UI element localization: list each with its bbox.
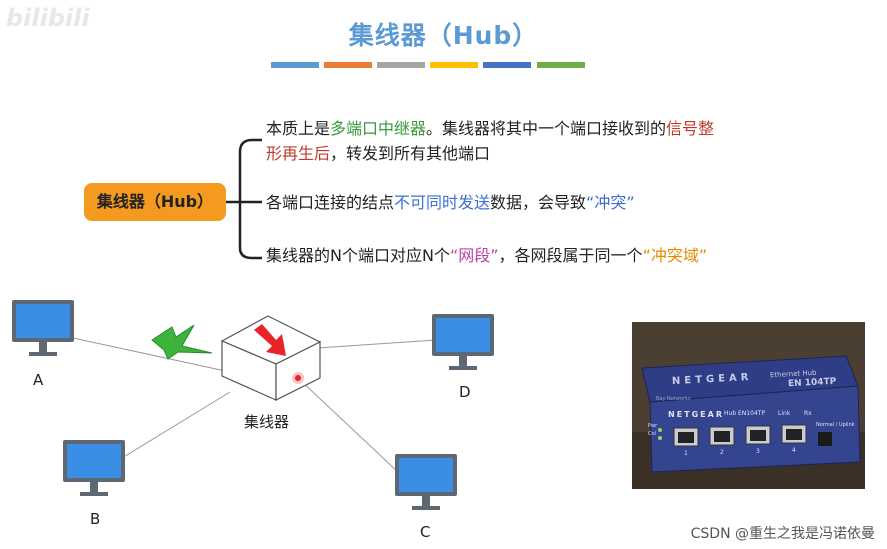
branch-2-highlight-1: 不可同时发送 <box>394 193 491 212</box>
mindmap-topic-box: 集线器（Hub） <box>84 183 226 221</box>
link-c-hub <box>299 379 399 473</box>
branch-1-line-1: 本质上是多端口中继器。集线器将其中一个端口接收到的信号整 <box>266 116 786 141</box>
photo-bay-label: Bay Networks <box>656 396 691 402</box>
netgear-hub-illustration <box>632 322 865 489</box>
photo-port-4: 4 <box>792 447 796 454</box>
photo-pwr-label: Pwr <box>648 423 658 429</box>
branch-3-mid: ，各网段属于同一个 <box>498 246 643 265</box>
branch-1-mid: 。集线器将其中一个端口接收到的 <box>426 119 667 138</box>
branch-2-mid: 数据，会导致 <box>490 193 587 212</box>
hub-label: 集线器 <box>244 413 290 431</box>
computer-c-icon <box>395 454 457 510</box>
red-arrow-icon <box>254 324 286 356</box>
title-color-bar-5 <box>483 62 531 68</box>
branch-1-line-2-highlight: 形再生后 <box>266 144 331 163</box>
mindmap-branch-1: 本质上是多端口中继器。集线器将其中一个端口接收到的信号整 形再生后，转发到所有其… <box>266 116 786 166</box>
node-label-c: C <box>420 523 431 541</box>
photo-col-label: Col <box>648 431 656 437</box>
bilibili-watermark: bilibili <box>6 4 90 32</box>
title-color-bar-1 <box>271 62 319 68</box>
title-color-bar-3 <box>377 62 425 68</box>
branch-2-pre: 各端口连接的结点 <box>266 193 395 212</box>
computer-b-icon <box>63 440 125 496</box>
branch-1-highlight-2: 信号整 <box>666 119 715 138</box>
link-d-hub <box>317 339 437 349</box>
computer-a-icon <box>12 300 74 356</box>
photo-port-2: 2 <box>720 449 724 456</box>
photo-brand-front: NETGEAR <box>668 410 724 419</box>
link-b-hub <box>121 391 231 459</box>
hub-network-diagram <box>12 300 494 510</box>
photo-normal-uplink: Normal / Uplink <box>816 422 855 428</box>
title-color-bar-2 <box>324 62 372 68</box>
branch-1-line-2-post: ，转发到所有其他端口 <box>330 144 491 163</box>
mindmap-branch-2: 各端口连接的结点不可同时发送数据，会导致“冲突” <box>266 190 786 215</box>
page-title: 集线器（Hub） <box>348 21 539 50</box>
title-color-bar-6 <box>537 62 585 68</box>
node-label-d: D <box>459 383 471 401</box>
node-label-b: B <box>90 510 101 528</box>
branch-2-highlight-2: “冲突” <box>586 193 635 212</box>
hub-product-photo: NETGEAR Ethernet Hub EN 104TP Bay Networ… <box>632 322 865 489</box>
branch-1-line-2: 形再生后，转发到所有其他端口 <box>266 141 786 166</box>
photo-link-label: Link <box>778 410 791 417</box>
computer-d-icon <box>432 314 494 370</box>
branch-3-highlight-2: “冲突域” <box>642 246 708 265</box>
photo-rx-label: Rx <box>804 410 812 417</box>
lightning-icon <box>151 324 213 360</box>
node-label-a: A <box>33 371 44 389</box>
branch-3-pre: 集线器的N个端口对应N个 <box>266 246 450 265</box>
photo-port-1: 1 <box>684 450 688 457</box>
mindmap-branch-3: 集线器的N个端口对应N个“网段”，各网段属于同一个“冲突域” <box>266 243 806 268</box>
photo-port-3: 3 <box>756 448 760 455</box>
photo-model-front: Hub EN104TP <box>724 410 766 417</box>
hub-cube-icon <box>220 315 322 401</box>
link-a-hub <box>72 337 231 373</box>
csdn-credit: CSDN @重生之我是冯诺依曼 <box>690 526 875 542</box>
branch-3-highlight-1: “网段” <box>449 246 499 265</box>
branch-1-highlight-1: 多端口中继器 <box>330 119 427 138</box>
branch-1-pre: 本质上是 <box>266 119 331 138</box>
title-color-bar-4 <box>430 62 478 68</box>
